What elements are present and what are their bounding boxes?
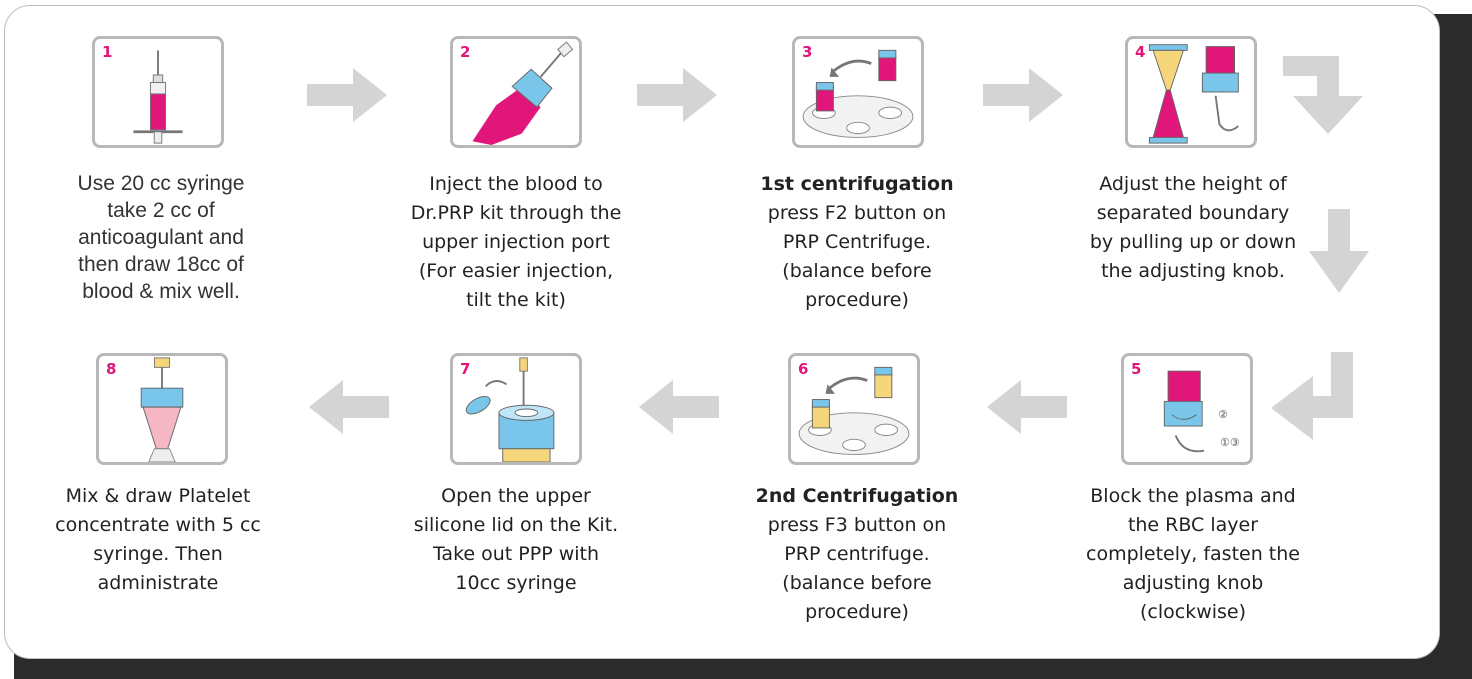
step-4-illustration: 4 [1125,36,1257,148]
adjusting-knob-icon [1163,370,1205,453]
step-2-illustration: 2 [450,36,582,148]
inject-kit-icon [472,41,574,145]
step-2-caption: Inject the blood to Dr.PRP kit through t… [396,170,636,315]
caption-line: syringe. Then [93,543,223,565]
caption-line: Open the upper [441,485,591,507]
caption-line: PRP Centrifuge. [782,231,932,253]
caption-line: upper injection port [422,231,610,253]
arrow-right-icon [983,68,1065,122]
arrow-left-icon [985,380,1067,434]
step-8-illustration: 8 [96,353,228,465]
open-lid-icon [465,357,555,462]
caption-line: anticoagulant and [78,226,244,249]
caption-line: (For easier injection, [418,260,614,282]
step-5-mark-2: ② [1218,408,1228,421]
step-number: 3 [802,43,813,61]
caption-line: Adjust the height of [1099,173,1287,195]
caption-line: press F2 button on [767,202,947,224]
arrow-right-icon [307,68,389,122]
caption-line: completely, fasten the [1086,543,1300,565]
caption-line: by pulling up or down [1089,231,1297,253]
step-number: 4 [1135,43,1146,61]
caption-line: 10cc syringe [455,572,577,594]
arrow-elbow-left-icon [1271,352,1355,444]
step-3-illustration: 3 [792,36,924,148]
caption-title: 1st centrifugation [760,173,954,195]
step-5-illustration: 5 ② ①③ [1121,353,1253,465]
caption-line: take 2 cc of [107,199,215,222]
draw-platelet-icon [140,357,184,462]
caption-line: PRP centrifuge. [784,543,930,565]
centrifuge-icon [802,49,914,138]
caption-line: then draw 18cc of [78,253,244,276]
caption-line: tilt the kit) [466,289,566,311]
caption-line: concentrate with 5 cc [55,514,261,536]
caption-line: silicone lid on the Kit. [413,514,619,536]
caption-line: (balance before [782,260,932,282]
step-6-caption: 2nd Centrifugation press F3 button on PR… [737,482,977,627]
step-7-caption: Open the upper silicone lid on the Kit. … [396,482,636,598]
caption-line: administrate [97,572,219,594]
arrow-left-icon [307,380,389,434]
step-4-caption: Adjust the height of separated boundary … [1073,170,1313,286]
arrow-right-icon [637,68,719,122]
step-number: 6 [798,360,809,378]
caption-line: Use 20 cc syringe [77,172,245,195]
caption-title: 2nd Centrifugation [755,485,959,507]
caption-line: (balance before [782,572,932,594]
caption-line: blood & mix well. [82,280,240,303]
step-5-mark-13: ①③ [1220,436,1240,449]
caption-line: (clockwise) [1139,601,1247,623]
caption-line: the RBC layer [1127,514,1259,536]
caption-line: adjusting knob [1122,572,1264,594]
step-number: 1 [102,43,113,61]
step-1-illustration: 1 [92,36,224,148]
caption-line: Mix & draw Platelet [65,485,251,507]
step-3-caption: 1st centrifugation press F2 button on PR… [737,170,977,315]
caption-line: separated boundary [1096,202,1290,224]
syringe-icon [133,50,183,144]
procedure-card: 1 Use 20 cc syringe take 2 cc of anticoa… [4,5,1440,659]
step-8-caption: Mix & draw Platelet concentrate with 5 c… [38,482,278,598]
caption-line: procedure) [805,601,909,623]
caption-line: Take out PPP with [432,543,600,565]
caption-line: Block the plasma and [1090,485,1296,507]
step-5-caption: Block the plasma and the RBC layer compl… [1073,482,1313,627]
caption-line: procedure) [805,289,909,311]
centrifuge-icon [798,366,910,455]
caption-line: press F3 button on [767,514,947,536]
step-number: 5 [1131,360,1142,378]
caption-line: the adjusting knob. [1101,260,1285,282]
hourglass-icon [1148,44,1239,144]
caption-line: Dr.PRP kit through the [410,202,622,224]
step-number: 8 [106,360,117,378]
step-7-illustration: 7 [450,353,582,465]
arrow-left-icon [637,380,719,434]
arrow-elbow-down-icon [1283,52,1373,136]
step-number: 7 [460,360,471,378]
step-number: 2 [460,43,471,61]
step-6-illustration: 6 [788,353,920,465]
step-1-caption: Use 20 cc syringe take 2 cc of anticoagu… [41,170,281,305]
caption-line: Inject the blood to [429,173,603,195]
arrow-down-icon [1309,209,1369,293]
